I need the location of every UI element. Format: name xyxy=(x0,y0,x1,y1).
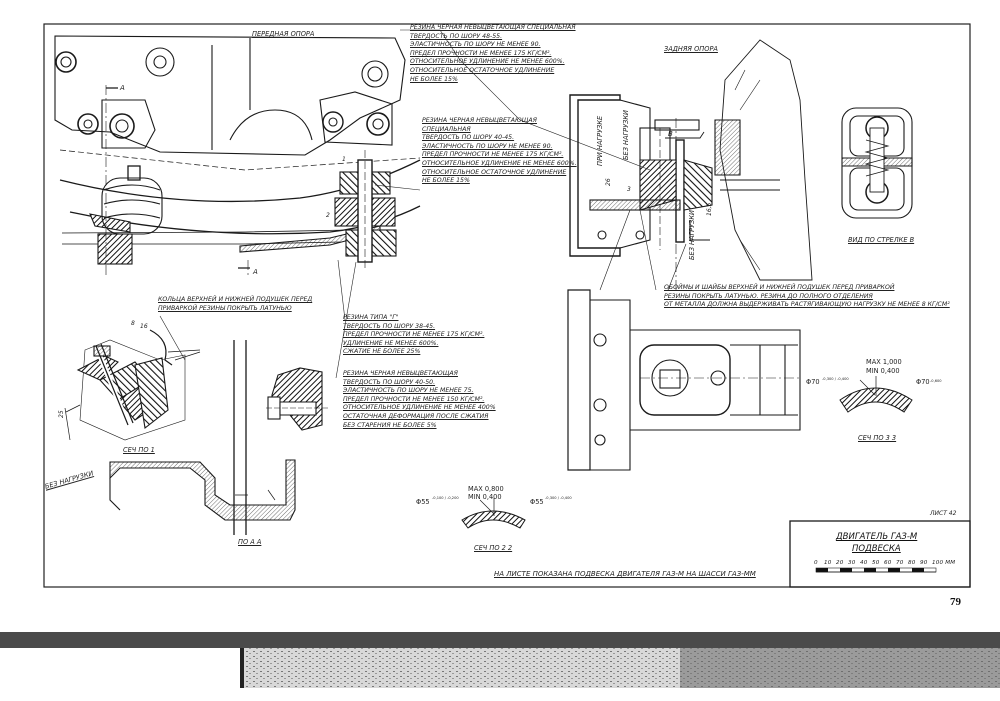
label-section-1: СЕЧ ПО 1 xyxy=(123,446,155,454)
front-mount-drawing xyxy=(54,35,421,275)
rubber-spec-d: РЕЗИНА ЧЕРНАЯ НЕВЫЦВЕТАЮЩАЯ ТВЕРДОСТЬ ПО… xyxy=(343,370,496,429)
rear-mount-drawing xyxy=(569,39,813,291)
label-no-load-rear: БЕЗ НАГРУЗКИ xyxy=(622,110,630,160)
frame-border xyxy=(43,23,971,588)
s22-dia-right-tol: -0,300 / -0,400 xyxy=(545,496,572,500)
title-engine: ДВИГАТЕЛЬ ГАЗ-М xyxy=(836,532,918,542)
section-aa-drawing xyxy=(109,340,330,535)
section-22-drawing xyxy=(461,498,526,529)
section-1-drawing xyxy=(64,329,201,441)
scale-ticks: 0 10 20 30 40 50 60 70 80 90 100 ММ xyxy=(814,560,956,566)
footer-note: НА ЛИСТЕ ПОКАЗАНА ПОДВЕСКА ДВИГАТЕЛЯ ГАЗ… xyxy=(494,570,756,578)
page-number: 79 xyxy=(950,596,961,608)
label-section-22: СЕЧ ПО 2 2 xyxy=(474,544,513,552)
section-33-drawing xyxy=(839,376,913,413)
label-rear-mount: ЗАДНЯЯ ОПОРА xyxy=(664,45,718,53)
s22-min: MIN 0,400 xyxy=(468,493,502,501)
marker-1: 1 xyxy=(342,156,346,163)
s33-dia-left-tol: -0,300 / -0,400 xyxy=(822,377,849,381)
scale-bar xyxy=(815,567,937,573)
leader-lines xyxy=(159,29,657,379)
thread-8: 8 xyxy=(131,320,135,327)
s33-max: MAX 1,000 xyxy=(866,358,902,366)
label-section-33: СЕЧ ПО 3 3 xyxy=(858,434,897,442)
s22-dia-left: Φ55 xyxy=(416,498,430,506)
rear-mount-plan-drawing xyxy=(567,289,801,471)
rubber-spec-b: РЕЗИНА ЧЕРНАЯ НЕВЫЦВЕТАЮЩАЯ СПЕЦИАЛЬНАЯ … xyxy=(422,117,577,185)
rubber-spec-a: РЕЗИНА ЧЕРНАЯ НЕВЫЦВЕТАЮЩАЯ СПЕЦИАЛЬНАЯ … xyxy=(410,24,576,83)
label-no-load-vertical: БЕЗ НАГРУЗКИ xyxy=(688,210,696,260)
marker-b: В xyxy=(668,130,673,138)
label-front-mount: ПЕРЕДНАЯ ОПОРА xyxy=(252,30,315,38)
rings-note: КОЛЬЦА ВЕРХНЕЙ И НИЖНЕЙ ПОДУШЕК ПЕРЕД ПР… xyxy=(158,296,313,312)
rubber-spec-c: РЕЗИНА ТИПА "Г" ТВЕРДОСТЬ ПО ШОРУ 38-45.… xyxy=(343,314,485,356)
title-block xyxy=(789,520,971,588)
s33-dia-right: Φ70 xyxy=(916,378,930,386)
marker-2: 2 xyxy=(326,212,330,219)
label-section-aa: ПО А А xyxy=(238,538,262,546)
s22-max: MAX 0,800 xyxy=(468,485,504,493)
brass-coating-note: ОБОЙМЫ И ШАЙБЫ ВЕРХНЕЙ И НИЖНЕЙ ПОДУШЕК … xyxy=(664,284,950,309)
dim-25: 25 xyxy=(58,410,65,418)
s33-min: MIN 0,400 xyxy=(866,367,900,375)
label-view-arrow-b: ВИД ПО СТРЕЛКЕ В xyxy=(848,236,915,244)
label-max-load: ПРИ НАГРУЗКЕ xyxy=(596,115,604,166)
s22-dia-left-tol: -0,100 / -0,200 xyxy=(432,496,459,500)
view-b-drawing xyxy=(841,107,913,219)
s33-dia-left: Φ70 xyxy=(806,378,820,386)
sheet-number-label: ЛИСТ 42 xyxy=(930,510,957,517)
s22-dia-right: Φ55 xyxy=(530,498,544,506)
dim-16: 16 xyxy=(140,323,148,330)
marker-a-top: А xyxy=(120,84,125,92)
s33-dia-right-tol: -0,600 xyxy=(930,379,942,383)
dim-26: 26 xyxy=(605,178,612,186)
dim-16-5: 16,5 xyxy=(706,202,713,216)
marker-3: 3 xyxy=(627,186,631,193)
marker-a-bottom: А xyxy=(253,268,258,276)
scan-artifact-band xyxy=(0,632,1000,701)
title-suspension: ПОДВЕСКА xyxy=(852,544,901,554)
